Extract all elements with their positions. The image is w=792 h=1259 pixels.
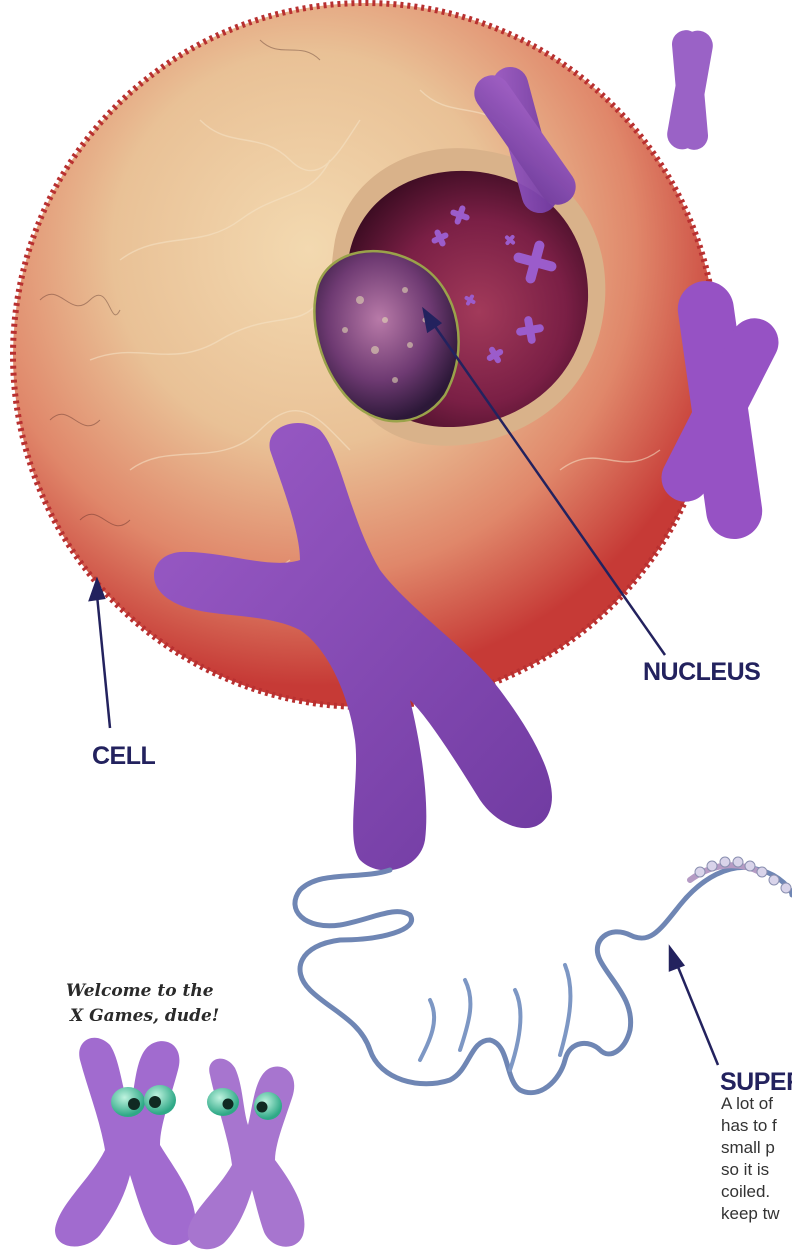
dna-strand bbox=[295, 865, 792, 1092]
cell-label: CELL bbox=[92, 742, 155, 771]
description-line: A lot of bbox=[721, 1093, 773, 1114]
description-line: small p bbox=[721, 1137, 775, 1158]
description-line: so it is bbox=[721, 1159, 769, 1180]
speech-line-2: X Games, dude! bbox=[70, 1005, 219, 1028]
supercoil-pointer-arrow bbox=[670, 948, 718, 1065]
description-line: keep tw bbox=[721, 1203, 780, 1224]
cartoon-chromosome-right bbox=[188, 1059, 305, 1250]
chromosome-corner bbox=[651, 24, 730, 155]
cartoon-chromosome-left bbox=[55, 1038, 196, 1247]
description-line: has to f bbox=[721, 1115, 777, 1136]
nucleus-label: NUCLEUS bbox=[643, 658, 760, 687]
description-line: coiled. bbox=[721, 1181, 770, 1202]
cell-pointer-arrow bbox=[90, 580, 110, 728]
speech-line-1: Welcome to the bbox=[66, 980, 214, 1003]
